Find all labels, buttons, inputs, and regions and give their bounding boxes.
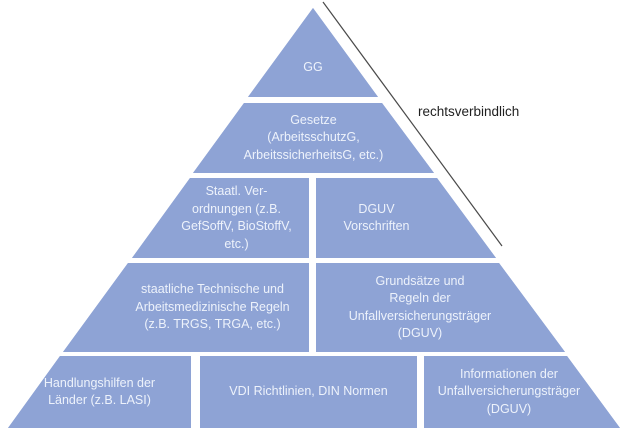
block-gesetze-label: Gesetze (ArbeitsschutzG, Arbeitssicherhe… [243, 112, 384, 162]
rechtsverbindlich-label: rechtsverbindlich [418, 104, 520, 119]
block-gg-label: GG [303, 59, 323, 74]
block-handlungshilfen-laender-label: Handlungshilfen der Länder (z.B. LASI) [43, 375, 156, 408]
block-informationen-uvt: Informationen der Unfallversicherungsträ… [424, 356, 620, 428]
block-gg: GG [248, 8, 378, 97]
block-dguv-vorschriften: DGUV Vorschriften [316, 178, 496, 258]
block-vdi-din-normen: VDI Richtlinien, DIN Normen [200, 356, 417, 428]
block-handlungshilfen-laender: Handlungshilfen der Länder (z.B. LASI) [8, 356, 191, 428]
block-grundsaetze-regeln-uvt: Grundsätze und Regeln der Unfallversiche… [316, 263, 565, 352]
block-staatliche-verordnungen-label: Staatl. Ver- ordnungen (z.B. GefSoffV, B… [181, 184, 292, 251]
block-staatliche-technische-regeln-label: staatliche Technische und Arbeitsmedizin… [135, 282, 290, 332]
block-dguv-vorschriften-label: DGUV Vorschriften [343, 201, 410, 234]
block-staatliche-technische-regeln: staatliche Technische und Arbeitsmedizin… [63, 263, 309, 352]
block-staatliche-verordnungen: Staatl. Ver- ordnungen (z.B. GefSoffV, B… [132, 178, 309, 258]
block-gesetze: Gesetze (ArbeitsschutzG, Arbeitssicherhe… [193, 103, 434, 173]
block-informationen-uvt-label: Informationen der Unfallversicherungsträ… [437, 366, 581, 416]
block-vdi-din-normen-label: VDI Richtlinien, DIN Normen [229, 384, 388, 399]
block-grundsaetze-regeln-uvt-label: Grundsätze und Regeln der Unfallversiche… [348, 273, 492, 341]
